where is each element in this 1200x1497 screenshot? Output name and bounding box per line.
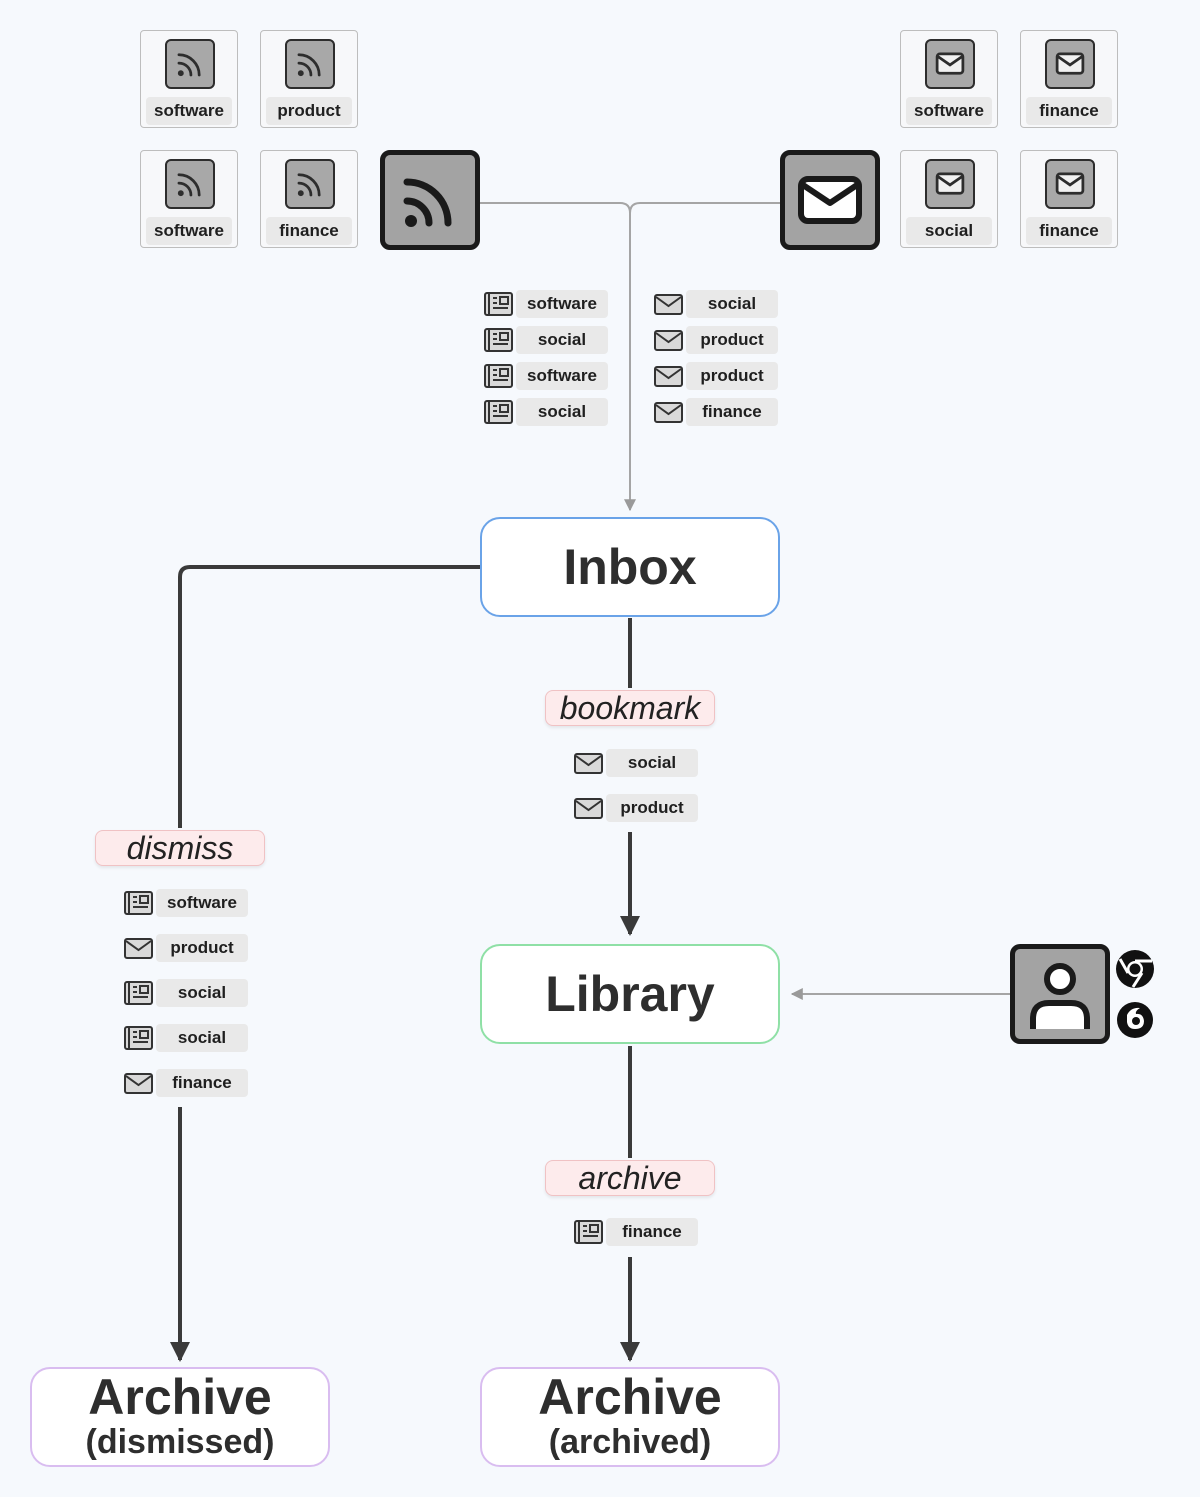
item-tag: software bbox=[482, 362, 610, 390]
email-to-inbox-line bbox=[629, 202, 780, 214]
archive-dismissed-state: Archive (dismissed) bbox=[30, 1367, 330, 1467]
inbox-label: Inbox bbox=[563, 539, 697, 595]
archive-dismissed-title: Archive bbox=[88, 1369, 272, 1425]
item-tag-label: product bbox=[686, 326, 778, 354]
archive-action: archive bbox=[545, 1160, 715, 1196]
item-tag-label: social bbox=[156, 1024, 248, 1052]
archive-archived-title: Archive bbox=[538, 1369, 722, 1425]
rss-icon bbox=[285, 39, 335, 89]
item-tag: finance bbox=[122, 1069, 250, 1097]
rss-feed-card: product bbox=[260, 30, 358, 128]
item-tag-label: social bbox=[156, 979, 248, 1007]
archive-archived-subtitle: (archived) bbox=[548, 1423, 712, 1461]
item-tag: social bbox=[482, 398, 610, 426]
chrome-icon bbox=[1115, 949, 1155, 989]
item-tag-label: product bbox=[606, 794, 698, 822]
feed-label: product bbox=[266, 97, 352, 125]
item-tag-label: finance bbox=[686, 398, 778, 426]
firefox-icon bbox=[1115, 999, 1155, 1039]
item-tag-label: software bbox=[156, 889, 248, 917]
feed-label: finance bbox=[1026, 217, 1112, 245]
rss-feed-card: finance bbox=[260, 150, 358, 248]
archive-archived-state: Archive (archived) bbox=[480, 1367, 780, 1467]
item-tag-label: social bbox=[516, 326, 608, 354]
inbox-state: Inbox bbox=[480, 517, 780, 617]
item-tag: social bbox=[652, 290, 780, 318]
envelope-icon bbox=[652, 290, 684, 318]
newspaper-icon bbox=[482, 290, 514, 318]
envelope-icon bbox=[652, 362, 684, 390]
feed-label: software bbox=[906, 97, 992, 125]
feed-label: software bbox=[146, 217, 232, 245]
envelope-icon bbox=[1045, 159, 1095, 209]
item-tag: finance bbox=[652, 398, 780, 426]
library-label: Library bbox=[545, 966, 715, 1022]
feed-label: social bbox=[906, 217, 992, 245]
envelope-icon bbox=[925, 159, 975, 209]
newspaper-icon bbox=[482, 326, 514, 354]
rss-feed-card: software bbox=[140, 150, 238, 248]
item-tag: software bbox=[482, 290, 610, 318]
item-tag: product bbox=[652, 362, 780, 390]
rss-icon bbox=[165, 159, 215, 209]
item-tag-label: software bbox=[516, 290, 608, 318]
newspaper-icon bbox=[122, 979, 154, 1007]
item-tag-label: product bbox=[686, 362, 778, 390]
newspaper-icon bbox=[482, 362, 514, 390]
envelope-icon bbox=[652, 326, 684, 354]
item-tag: social bbox=[122, 979, 250, 1007]
newspaper-icon bbox=[482, 398, 514, 426]
envelope-icon bbox=[572, 749, 604, 777]
rss-to-inbox-line bbox=[480, 202, 636, 512]
item-tag: product bbox=[122, 934, 250, 962]
rss-feed-card: software bbox=[140, 30, 238, 128]
envelope-icon bbox=[1045, 39, 1095, 89]
library-state: Library bbox=[480, 944, 780, 1044]
email-source-icon bbox=[780, 150, 880, 250]
newspaper-icon bbox=[122, 1024, 154, 1052]
item-tag: social bbox=[482, 326, 610, 354]
rss-source-icon bbox=[380, 150, 480, 250]
email-feed-card: finance bbox=[1020, 150, 1118, 248]
archive-dismissed-subtitle: (dismissed) bbox=[85, 1423, 275, 1461]
feed-label: software bbox=[146, 97, 232, 125]
bookmark-action: bookmark bbox=[545, 690, 715, 726]
item-tag: finance bbox=[572, 1218, 700, 1246]
inbox-to-dismiss-line bbox=[178, 565, 480, 828]
item-tag-label: finance bbox=[606, 1218, 698, 1246]
item-tag: social bbox=[122, 1024, 250, 1052]
item-tag: software bbox=[122, 889, 250, 917]
item-tag-label: software bbox=[516, 362, 608, 390]
dismiss-action: dismiss bbox=[95, 830, 265, 866]
email-feed-card: software bbox=[900, 30, 998, 128]
envelope-icon bbox=[122, 934, 154, 962]
newspaper-icon bbox=[572, 1218, 604, 1246]
item-tag: product bbox=[652, 326, 780, 354]
newspaper-icon bbox=[122, 889, 154, 917]
feed-label: finance bbox=[1026, 97, 1112, 125]
email-feed-card: social bbox=[900, 150, 998, 248]
envelope-icon bbox=[122, 1069, 154, 1097]
rss-icon bbox=[165, 39, 215, 89]
item-tag-label: social bbox=[606, 749, 698, 777]
envelope-icon bbox=[652, 398, 684, 426]
feed-label: finance bbox=[266, 217, 352, 245]
envelope-icon bbox=[925, 39, 975, 89]
user-card-icon bbox=[1010, 944, 1110, 1044]
rss-icon bbox=[285, 159, 335, 209]
item-tag-label: social bbox=[516, 398, 608, 426]
item-tag-label: finance bbox=[156, 1069, 248, 1097]
envelope-icon bbox=[572, 794, 604, 822]
item-tag-label: social bbox=[686, 290, 778, 318]
item-tag: social bbox=[572, 749, 700, 777]
item-tag-label: product bbox=[156, 934, 248, 962]
email-feed-card: finance bbox=[1020, 30, 1118, 128]
item-tag: product bbox=[572, 794, 700, 822]
